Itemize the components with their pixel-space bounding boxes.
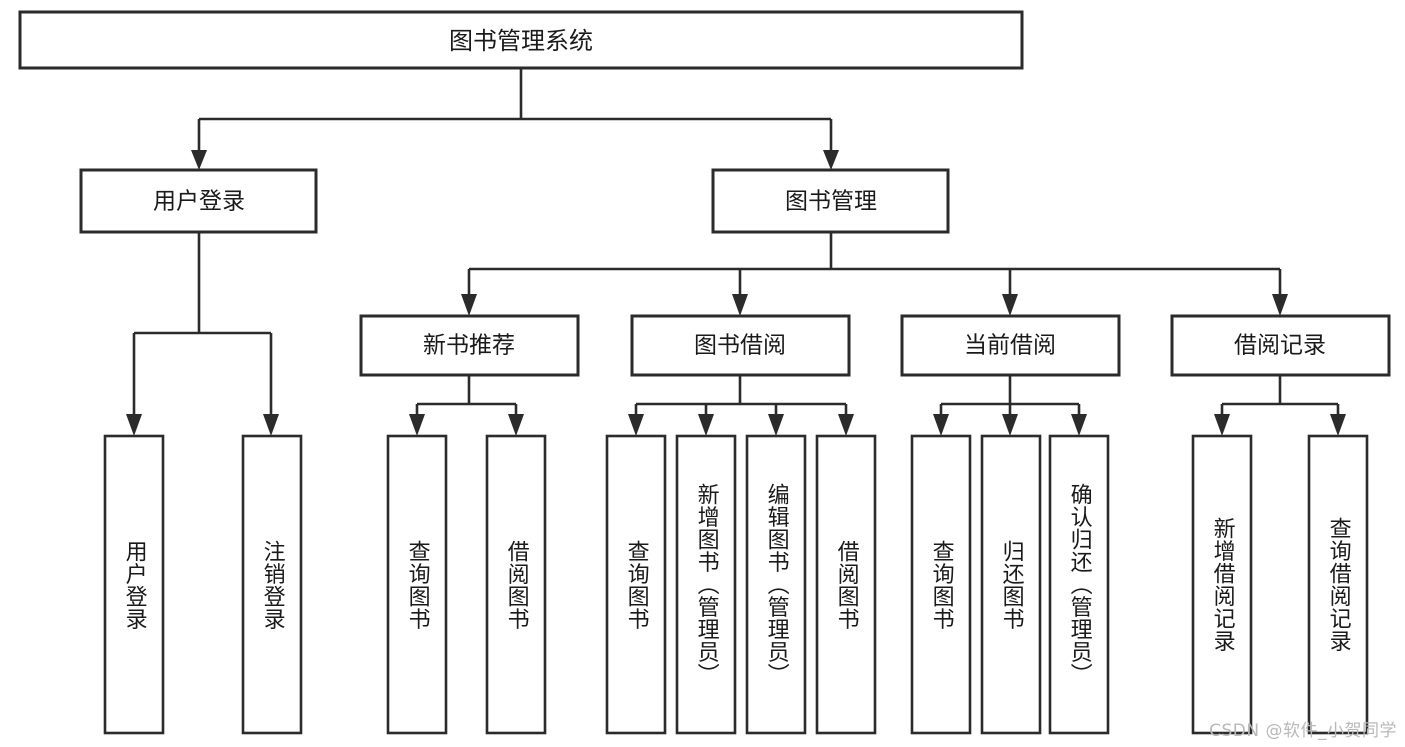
leaf-label-holder: 查询图书 xyxy=(404,539,430,630)
arrow-book-borrow-child-3 xyxy=(838,414,854,436)
leaf-label: 查询图书 xyxy=(404,539,430,630)
leaf-label-holder: 新增借阅记录 xyxy=(1209,517,1235,652)
leaf-new-book-rec-0[interactable]: 查询图书 xyxy=(386,434,448,735)
leaf-label: 归还图书 xyxy=(998,539,1024,630)
node-book-borrow-box[interactable] xyxy=(630,314,851,377)
node-new-book-rec-label: 新书推荐 xyxy=(423,333,515,359)
leaf-book-borrow-1[interactable]: 新增图书（管理员） xyxy=(675,434,737,735)
node-current-borrow[interactable]: 当前借阅 xyxy=(900,314,1121,377)
leaf-box[interactable] xyxy=(815,434,877,735)
arrow-current-borrow-child-2 xyxy=(1071,414,1087,436)
leaf-label: 新增图书（管理员） xyxy=(693,483,719,686)
leaf-label: 用户登录 xyxy=(121,539,147,630)
leaf-label-holder: 查询借阅记录 xyxy=(1325,517,1351,652)
leaf-label: 查询图书 xyxy=(928,539,954,630)
arrow-current-borrow-child-1 xyxy=(1002,414,1018,436)
node-borrow-record-label: 借阅记录 xyxy=(1234,333,1326,359)
connector-layer xyxy=(126,68,1346,436)
leaf-user-login-0[interactable]: 用户登录 xyxy=(103,434,165,735)
node-root[interactable]: 图书管理系统 xyxy=(18,10,1024,70)
leaf-label-holder: 查询图书 xyxy=(928,539,954,630)
leaf-box[interactable] xyxy=(1307,434,1369,735)
leaf-box[interactable] xyxy=(745,434,807,735)
arrow-user-login-child-0 xyxy=(126,414,142,436)
leaf-box[interactable] xyxy=(1048,434,1110,735)
node-user-login[interactable]: 用户登录 xyxy=(79,168,318,234)
leaf-current-borrow-1[interactable]: 归还图书 xyxy=(980,434,1042,735)
leaf-label-holder: 确认归还（管理员） xyxy=(1066,483,1092,686)
arrow-new-book-rec-child-1 xyxy=(508,414,524,436)
node-book-manage[interactable]: 图书管理 xyxy=(711,168,950,234)
leaf-label: 新增借阅记录 xyxy=(1209,517,1235,652)
node-current-borrow-label: 当前借阅 xyxy=(964,333,1056,359)
arrow-to-borrow-record xyxy=(1272,294,1288,316)
node-current-borrow-box[interactable] xyxy=(900,314,1121,377)
leaf-label: 注销登录 xyxy=(259,539,285,630)
leaf-borrow-record-0[interactable]: 新增借阅记录 xyxy=(1191,434,1253,735)
node-root-label: 图书管理系统 xyxy=(449,27,593,55)
arrow-to-user-login xyxy=(191,150,207,170)
leaf-book-borrow-3[interactable]: 借阅图书 xyxy=(815,434,877,735)
leaf-box[interactable] xyxy=(605,434,667,735)
leaf-label: 借阅图书 xyxy=(833,539,859,630)
arrow-to-book-borrow xyxy=(732,294,748,316)
leaf-borrow-record-1[interactable]: 查询借阅记录 xyxy=(1307,434,1369,735)
node-borrow-record-box[interactable] xyxy=(1170,314,1391,377)
leaf-label: 编辑图书（管理员） xyxy=(763,483,789,686)
leaf-user-login-1[interactable]: 注销登录 xyxy=(241,434,303,735)
arrow-book-borrow-child-2 xyxy=(768,414,784,436)
node-borrow-record[interactable]: 借阅记录 xyxy=(1170,314,1391,377)
node-root-box[interactable] xyxy=(18,10,1024,70)
arrow-borrow-record-child-1 xyxy=(1330,414,1346,436)
node-new-book-rec-box[interactable] xyxy=(359,314,580,377)
node-book-manage-label: 图书管理 xyxy=(785,189,877,215)
leaf-label: 查询借阅记录 xyxy=(1325,517,1351,652)
leaf-label-holder: 用户登录 xyxy=(121,539,147,630)
arrow-borrow-record-child-0 xyxy=(1214,414,1230,436)
leaf-current-borrow-0[interactable]: 查询图书 xyxy=(910,434,972,735)
leaf-box[interactable] xyxy=(485,434,547,735)
arrow-user-login-child-1 xyxy=(263,414,279,436)
leaf-label: 查询图书 xyxy=(623,539,649,630)
arrow-to-current-borrow xyxy=(1002,294,1018,316)
leaf-box[interactable] xyxy=(103,434,165,735)
leaf-label-holder: 归还图书 xyxy=(998,539,1024,630)
leaf-current-borrow-2[interactable]: 确认归还（管理员） xyxy=(1048,434,1110,735)
arrow-current-borrow-child-0 xyxy=(933,414,949,436)
arrow-to-book-manage xyxy=(823,150,839,170)
arrow-to-new-book-rec xyxy=(461,294,477,316)
leaf-label-holder: 注销登录 xyxy=(259,539,285,630)
leaf-box[interactable] xyxy=(386,434,448,735)
arrow-book-borrow-child-1 xyxy=(698,414,714,436)
leaf-box[interactable] xyxy=(910,434,972,735)
leaf-box[interactable] xyxy=(675,434,737,735)
leaf-label-holder: 借阅图书 xyxy=(503,539,529,630)
leaf-book-borrow-0[interactable]: 查询图书 xyxy=(605,434,667,735)
leaf-label-holder: 借阅图书 xyxy=(833,539,859,630)
leaf-book-borrow-2[interactable]: 编辑图书（管理员） xyxy=(745,434,807,735)
node-new-book-rec[interactable]: 新书推荐 xyxy=(359,314,580,377)
leaf-box[interactable] xyxy=(241,434,303,735)
arrow-book-borrow-child-0 xyxy=(628,414,644,436)
leaf-label-holder: 查询图书 xyxy=(623,539,649,630)
node-book-borrow-label: 图书借阅 xyxy=(694,333,786,359)
leaf-label-holder: 编辑图书（管理员） xyxy=(763,483,789,686)
node-user-login-box[interactable] xyxy=(79,168,318,234)
leaf-new-book-rec-1[interactable]: 借阅图书 xyxy=(485,434,547,735)
leaf-box[interactable] xyxy=(980,434,1042,735)
leaf-label: 确认归还（管理员） xyxy=(1066,483,1092,686)
leaf-box[interactable] xyxy=(1191,434,1253,735)
node-book-manage-box[interactable] xyxy=(711,168,950,234)
node-book-borrow[interactable]: 图书借阅 xyxy=(630,314,851,377)
leaf-label: 借阅图书 xyxy=(503,539,529,630)
leaf-label-holder: 新增图书（管理员） xyxy=(693,483,719,686)
node-user-login-label: 用户登录 xyxy=(153,189,245,215)
arrow-new-book-rec-child-0 xyxy=(409,414,425,436)
